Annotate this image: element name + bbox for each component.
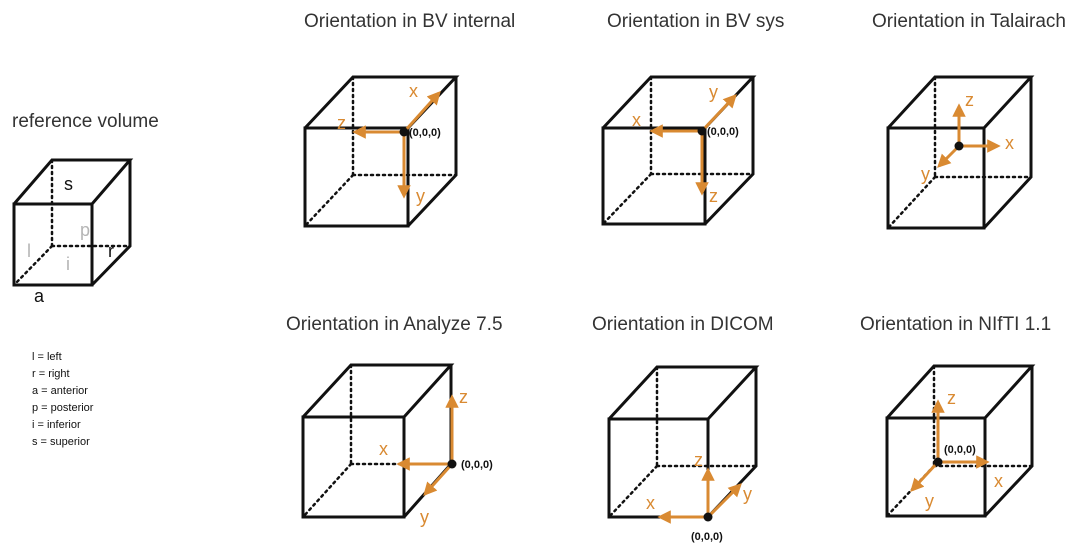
x-axis-label: x xyxy=(632,110,641,130)
panel-title: Orientation in Talairach xyxy=(872,11,1066,32)
z-axis-label: z xyxy=(965,90,974,110)
panel-title: Orientation in DICOM xyxy=(592,314,774,335)
ref-letter-s: s xyxy=(64,174,73,194)
panel-title: Orientation in BV sys xyxy=(607,11,784,32)
panel-bv-sys: Orientation in BV sys (0,0,0) y x z xyxy=(601,11,784,226)
hidden-edge xyxy=(12,244,54,287)
legend-line: s = superior xyxy=(32,436,90,448)
top-face xyxy=(886,75,1035,130)
cube xyxy=(886,75,1035,230)
y-axis-arrow xyxy=(937,144,961,168)
y-axis-label: y xyxy=(921,164,930,184)
top-face xyxy=(607,365,760,421)
x-axis-arrow xyxy=(402,90,441,134)
origin-label: (0,0,0) xyxy=(409,127,441,139)
y-axis-arrow xyxy=(706,483,742,519)
front-face xyxy=(886,126,986,230)
side-face xyxy=(90,160,132,287)
cube xyxy=(301,363,455,519)
legend-line: a = anterior xyxy=(32,385,88,397)
origin-dot xyxy=(447,459,457,469)
origin-dot xyxy=(399,127,409,137)
hidden-edge xyxy=(303,173,355,228)
side-face xyxy=(983,366,1034,518)
origin-label: (0,0,0) xyxy=(691,531,723,543)
panel-nifti: Orientation in NIfTI 1.1 (0,0,0) z x y xyxy=(860,314,1051,518)
y-axis-arrow xyxy=(700,94,737,133)
hidden-edge xyxy=(607,464,659,519)
hidden-edge xyxy=(886,175,937,230)
y-axis-label: y xyxy=(416,186,425,206)
z-axis-label: z xyxy=(709,186,718,206)
y-axis-label: y xyxy=(925,491,934,511)
x-axis-label: x xyxy=(409,81,418,101)
reference-title: reference volume xyxy=(12,111,159,132)
top-face xyxy=(12,158,134,205)
reference-volume: reference volume s p l i r a l = left r … xyxy=(12,111,159,448)
z-axis-label: z xyxy=(694,450,703,470)
x-axis-label: x xyxy=(646,493,655,513)
legend-line: p = posterior xyxy=(32,402,94,414)
panel-analyze: Orientation in Analyze 7.5 (0,0,0) z x y xyxy=(286,314,503,527)
origin-dot xyxy=(933,457,943,467)
panel-title: Orientation in NIfTI 1.1 xyxy=(860,314,1051,335)
panel-talairach: Orientation in Talairach z x y xyxy=(872,11,1066,230)
origin-dot xyxy=(954,141,964,151)
cube xyxy=(607,365,760,519)
hidden-edge xyxy=(301,462,353,519)
panel-bv-internal: Orientation in BV internal (0,0,0) x z y xyxy=(303,11,515,228)
origin-label: (0,0,0) xyxy=(707,126,739,138)
side-face xyxy=(402,365,453,518)
z-axis-label: z xyxy=(459,387,468,407)
side-face xyxy=(703,77,755,226)
legend-line: l = left xyxy=(32,351,62,363)
hidden-edge xyxy=(601,172,653,226)
front-face xyxy=(12,202,94,287)
x-axis-label: x xyxy=(379,439,388,459)
panel-dicom: Orientation in DICOM (0,0,0) z x y xyxy=(592,314,774,543)
x-axis-label: x xyxy=(1005,133,1014,153)
y-axis-label: y xyxy=(709,82,718,102)
origin-dot xyxy=(697,126,707,136)
panel-title: Orientation in BV internal xyxy=(304,11,515,32)
top-face xyxy=(303,75,460,130)
side-face xyxy=(982,77,1033,230)
x-axis-label: x xyxy=(994,471,1003,491)
ref-letter-a: a xyxy=(34,286,45,306)
origin-label: (0,0,0) xyxy=(461,459,493,471)
side-face xyxy=(406,77,458,228)
ref-letter-r: r xyxy=(108,241,114,261)
origin-dot xyxy=(703,512,713,522)
y-axis-label: y xyxy=(743,484,752,504)
y-axis-arrow xyxy=(423,462,454,497)
top-face xyxy=(301,363,455,419)
origin-label: (0,0,0) xyxy=(944,444,976,456)
z-axis-label: z xyxy=(337,113,346,133)
legend-line: i = inferior xyxy=(32,419,81,431)
ref-letter-p: p xyxy=(80,220,90,240)
cube xyxy=(885,364,1036,518)
ref-letter-l: l xyxy=(27,241,31,261)
y-axis-label: y xyxy=(420,507,429,527)
legend-line: r = right xyxy=(32,368,70,380)
top-face xyxy=(885,364,1036,420)
ref-letter-i: i xyxy=(66,254,70,274)
z-axis-label: z xyxy=(947,388,956,408)
reference-cube xyxy=(12,158,134,287)
y-axis-arrow xyxy=(910,460,940,492)
reference-legend: l = left r = right a = anterior p = post… xyxy=(32,351,94,448)
panel-title: Orientation in Analyze 7.5 xyxy=(286,314,503,335)
